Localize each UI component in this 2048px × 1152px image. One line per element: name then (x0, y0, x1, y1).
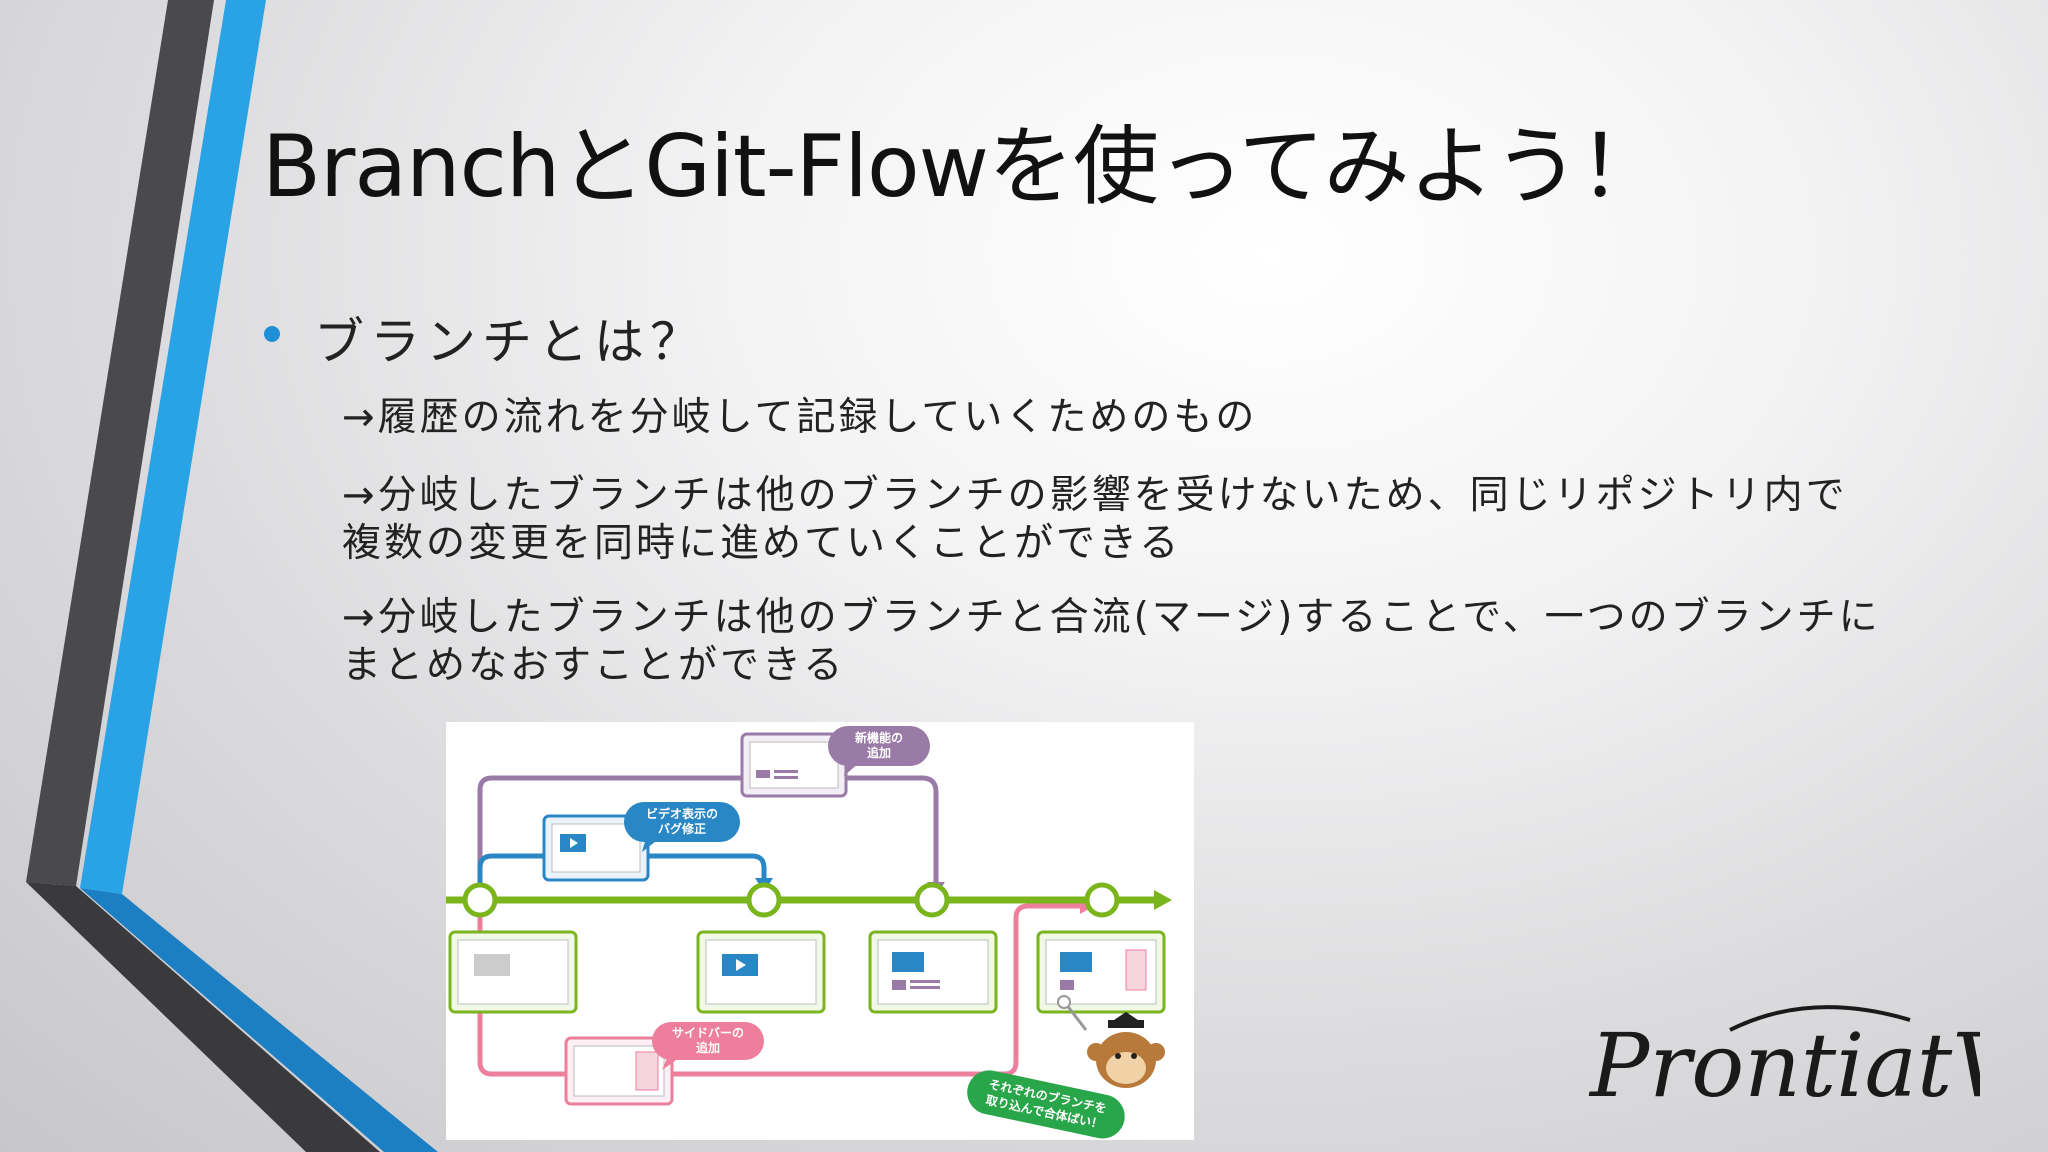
window-sidebar (564, 1036, 674, 1106)
branch-diagram-image: 新機能の 追加 ビデオ表示の バグ修正 (446, 722, 1194, 1140)
window-main-3 (868, 930, 998, 1014)
blue-stripe-upper (80, 0, 266, 894)
bubble-merge: それぞれのブランチを 取り込んで合体ばい！ (967, 1070, 1125, 1139)
prontiat-vr-logo: ProntiatVR (1588, 1005, 1980, 1117)
dark-stripe-lower (26, 882, 380, 1152)
bullet-dot (264, 326, 280, 342)
sub-item-2: →分岐したブランチは他のブランチの影響を受けないため、同じリポジトリ内で 複数の… (342, 472, 1848, 568)
bullet-item: ブランチとは？ (264, 302, 706, 374)
logo-swoosh (1729, 1005, 1911, 1032)
sub-item-2-line1: →分岐したブランチは他のブランチの影響を受けないため、同じリポジトリ内で (342, 473, 1848, 518)
bubble-new-feature: 新機能の 追加 (828, 726, 930, 776)
window-main-4 (1036, 930, 1166, 1014)
commit-node (746, 882, 782, 918)
monkey-mascot (1057, 995, 1165, 1088)
commit-node (1084, 882, 1120, 918)
commit-node (914, 882, 950, 918)
sub-item-1: →履歴の流れを分岐して記録していくためのもの (342, 394, 1257, 442)
window-main-1 (448, 930, 578, 1014)
pink-branch-line (477, 900, 1082, 1077)
sub-item-2-line2: 複数の変更を同時に進めていくことができる (342, 521, 1182, 566)
bubble-sidebar-line1: サイドバーの (672, 1026, 744, 1040)
sub-item-3-line2: まとめなおすことができる (342, 643, 846, 688)
bubble-sidebar-line2: 追加 (696, 1040, 720, 1055)
logo-text: ProntiatVR (1588, 1014, 1980, 1117)
bubble-video-fix-line2: バグ修正 (658, 821, 706, 836)
window-new-feature (740, 732, 848, 798)
bubble-sidebar: サイドバーの 追加 (652, 1022, 764, 1070)
bubble-video-fix: ビデオ表示の バグ修正 (624, 802, 740, 852)
main-arrowhead (1154, 890, 1172, 910)
dark-stripe-upper (26, 0, 214, 886)
blue-stripe-lower (80, 888, 438, 1152)
sub-item-3-line1: →分岐したブランチは他のブランチと合流(マージ)することで、一つのブランチに (342, 595, 1881, 640)
slide-title: BranchとGit-Flowを使ってみよう！ (262, 117, 1665, 217)
bubble-new-feature-line1: 新機能の (855, 730, 903, 745)
window-video-fix (542, 814, 650, 882)
purple-branch-line (477, 775, 939, 900)
bubble-new-feature-line2: 追加 (867, 745, 891, 760)
commit-node (462, 882, 498, 918)
bubble-video-fix-line1: ビデオ表示の (646, 806, 718, 821)
window-main-2 (696, 930, 826, 1014)
bullet-text: ブランチとは？ (314, 313, 706, 371)
sub-item-3: →分岐したブランチは他のブランチと合流(マージ)することで、一つのブランチに ま… (342, 594, 1881, 690)
sub-item-1-line: →履歴の流れを分岐して記録していくためのもの (342, 395, 1258, 440)
